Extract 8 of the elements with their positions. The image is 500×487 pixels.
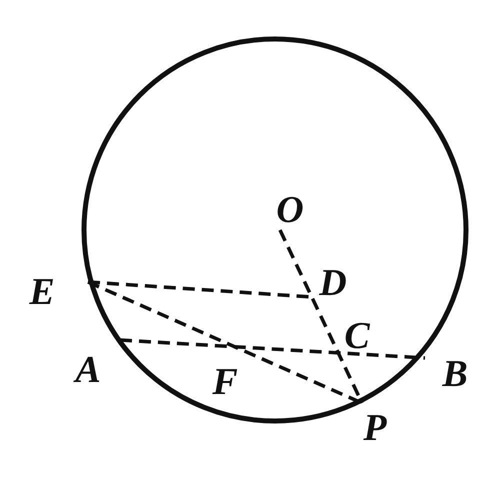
point-label: P [363, 409, 387, 447]
point-label: E [29, 273, 55, 311]
point-label: D [319, 264, 347, 302]
point-label: B [442, 355, 468, 393]
point-label: F [212, 363, 238, 401]
point-label: C [344, 317, 370, 355]
point-label: O [276, 191, 304, 229]
point-label: A [75, 351, 101, 389]
